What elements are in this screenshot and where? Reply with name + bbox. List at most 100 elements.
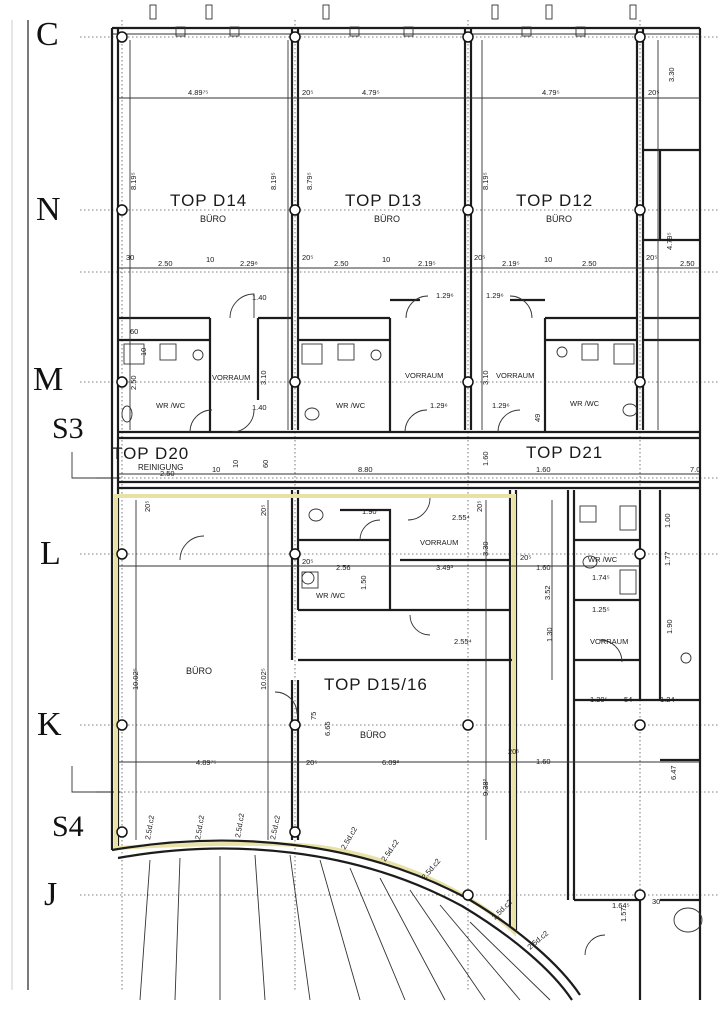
dim-text: 8.79⁵: [305, 172, 314, 190]
dim-text: 10: [382, 255, 390, 264]
dim-text: 2.19⁵: [418, 259, 436, 268]
dim-text: 3.52: [543, 585, 552, 600]
dim-text: 1.60: [536, 757, 551, 766]
dim-text: 2.55⁴: [452, 513, 470, 522]
dim-text: 4.79⁵: [362, 88, 380, 97]
dim-text: 20⁵: [302, 557, 313, 566]
axis-label-j: J: [44, 876, 57, 913]
axis-labels: C N M L K J: [33, 16, 63, 913]
dim-text: 1.29⁶: [436, 291, 454, 300]
room-label-buero-d15: BÜRO: [186, 666, 212, 676]
dim-text: 20⁵: [474, 253, 485, 262]
svg-text:2.5d.c2: 2.5d.c2: [193, 815, 206, 841]
svg-text:2.5d.c2: 2.5d.c2: [233, 813, 246, 839]
dim-text: 1.29⁶: [486, 291, 504, 300]
room-label-wc-d14: WR /WC: [156, 401, 186, 410]
dim-text: 1.90: [362, 507, 377, 516]
dim-text: 10: [231, 460, 240, 468]
dim-text: 60: [130, 327, 138, 336]
dim-text: 2.19⁵: [502, 259, 520, 268]
dim-text: 2.50: [680, 259, 695, 268]
dim-text: 3.10: [259, 370, 268, 385]
dim-text: 1.00: [663, 513, 672, 528]
dim-text: 1.60: [536, 563, 551, 572]
axis-label-c: C: [36, 16, 59, 53]
dim-text: 6.47: [669, 765, 678, 780]
dim-text: 8.19⁵: [269, 172, 278, 190]
unit-name-d21: TOP D21: [526, 443, 603, 462]
dim-text: 1.29⁶: [430, 401, 448, 410]
dim-text: 10.02⁵: [259, 668, 268, 690]
dim-text: 30: [652, 897, 660, 906]
dim-text: 1.74⁵: [592, 573, 610, 582]
dim-text: 4.79⁵: [542, 88, 560, 97]
dim-text: 2.56: [336, 563, 351, 572]
dim-text: 54: [624, 695, 632, 704]
dim-text: 2.50: [582, 259, 597, 268]
dim-text: 8.80: [358, 465, 373, 474]
unit-name-d14: TOP D14: [170, 191, 247, 210]
dim-text: 3.10: [481, 370, 490, 385]
axis-label-k: K: [37, 706, 62, 743]
dim-text: 7.0: [690, 465, 700, 474]
dimension-texts: 4.89⁷⁵ 4.79⁵ 4.79⁵ 20⁵ 20⁵ 3.30 8.19⁵ 8.…: [126, 67, 700, 922]
dim-text: 1.25⁵: [592, 605, 610, 614]
dim-text: 2.50: [160, 469, 175, 478]
dim-text: 75: [309, 712, 318, 720]
dim-text: 8.19⁵: [481, 172, 490, 190]
room-label-wc-d21: WR /WC: [588, 555, 618, 564]
dim-text: 2.55⁴: [454, 637, 472, 646]
dim-text: 1.29⁶: [492, 401, 510, 410]
dim-text: 3.49³: [436, 563, 454, 572]
dim-text: 20⁵: [143, 501, 152, 512]
dim-text: 10: [139, 348, 148, 356]
dim-text: 10: [206, 255, 214, 264]
dim-text: 20⁵: [520, 553, 531, 562]
unit-name-d13: TOP D13: [345, 191, 422, 210]
dim-text: 2.50: [129, 375, 138, 390]
dim-text: 1.40: [252, 403, 267, 412]
axis-label-n: N: [36, 191, 61, 228]
dim-text: 10: [212, 465, 220, 474]
room-label-vorraum-d12: VORRAUM: [496, 371, 534, 380]
dim-text: 20⁵: [648, 88, 659, 97]
room-label-vorraum-d13: VORRAUM: [405, 371, 443, 380]
dim-text: 20⁵: [302, 88, 313, 97]
dim-text: 1.60: [536, 465, 551, 474]
section-arrow-s3: [71, 452, 96, 479]
svg-text:2.5d.c2: 2.5d.c2: [143, 815, 156, 841]
dim-text: 6.09³: [382, 758, 400, 767]
dim-text: 1.57: [619, 907, 628, 922]
dim-text: 1.20⁵: [590, 695, 608, 704]
dim-text: 4.89⁷⁵: [196, 758, 216, 767]
room-label-vorraum-d14: VORRAUM: [212, 373, 250, 382]
dim-text: 30: [126, 253, 134, 262]
dim-text: 4.89⁷⁵: [188, 88, 208, 97]
dim-text: 1.64⁵: [612, 901, 630, 910]
room-label-wc-d12: WR /WC: [570, 399, 600, 408]
room-label-vorraum-d15: VORRAUM: [420, 538, 458, 547]
dim-text: 1.30: [545, 627, 554, 642]
dim-text: 3.30: [481, 541, 490, 556]
unit-name-d20: TOP D20: [112, 444, 189, 463]
dim-text: 3.30: [667, 67, 676, 82]
room-labels: VORRAUM VORRAUM VORRAUM WR /WC WR /WC WR…: [156, 371, 628, 676]
svg-text:2.5d.c2: 2.5d.c2: [379, 838, 400, 863]
dim-text: 1.90: [665, 619, 674, 634]
fixtures: [121, 343, 703, 933]
dim-text: 20⁵: [646, 253, 657, 262]
section-label-s4: S4: [52, 810, 84, 843]
dim-text: 2.50: [334, 259, 349, 268]
dim-text: 20⁵: [306, 758, 317, 767]
dim-text: 10.02⁵: [131, 668, 140, 690]
svg-text:2.5d.c2: 2.5d.c2: [339, 825, 359, 851]
unit-use-d15-16: BÜRO: [360, 730, 386, 740]
dim-text: 20⁵: [302, 253, 313, 262]
walls: [110, 28, 702, 1000]
room-label-vorraum-d21: VORRAUM: [590, 637, 628, 646]
unit-name-d15-16: TOP D15/16: [324, 675, 428, 694]
axis-label-l: L: [40, 535, 61, 572]
svg-text:2.5d.c2: 2.5d.c2: [268, 814, 282, 840]
section-label-s3: S3: [52, 412, 84, 445]
